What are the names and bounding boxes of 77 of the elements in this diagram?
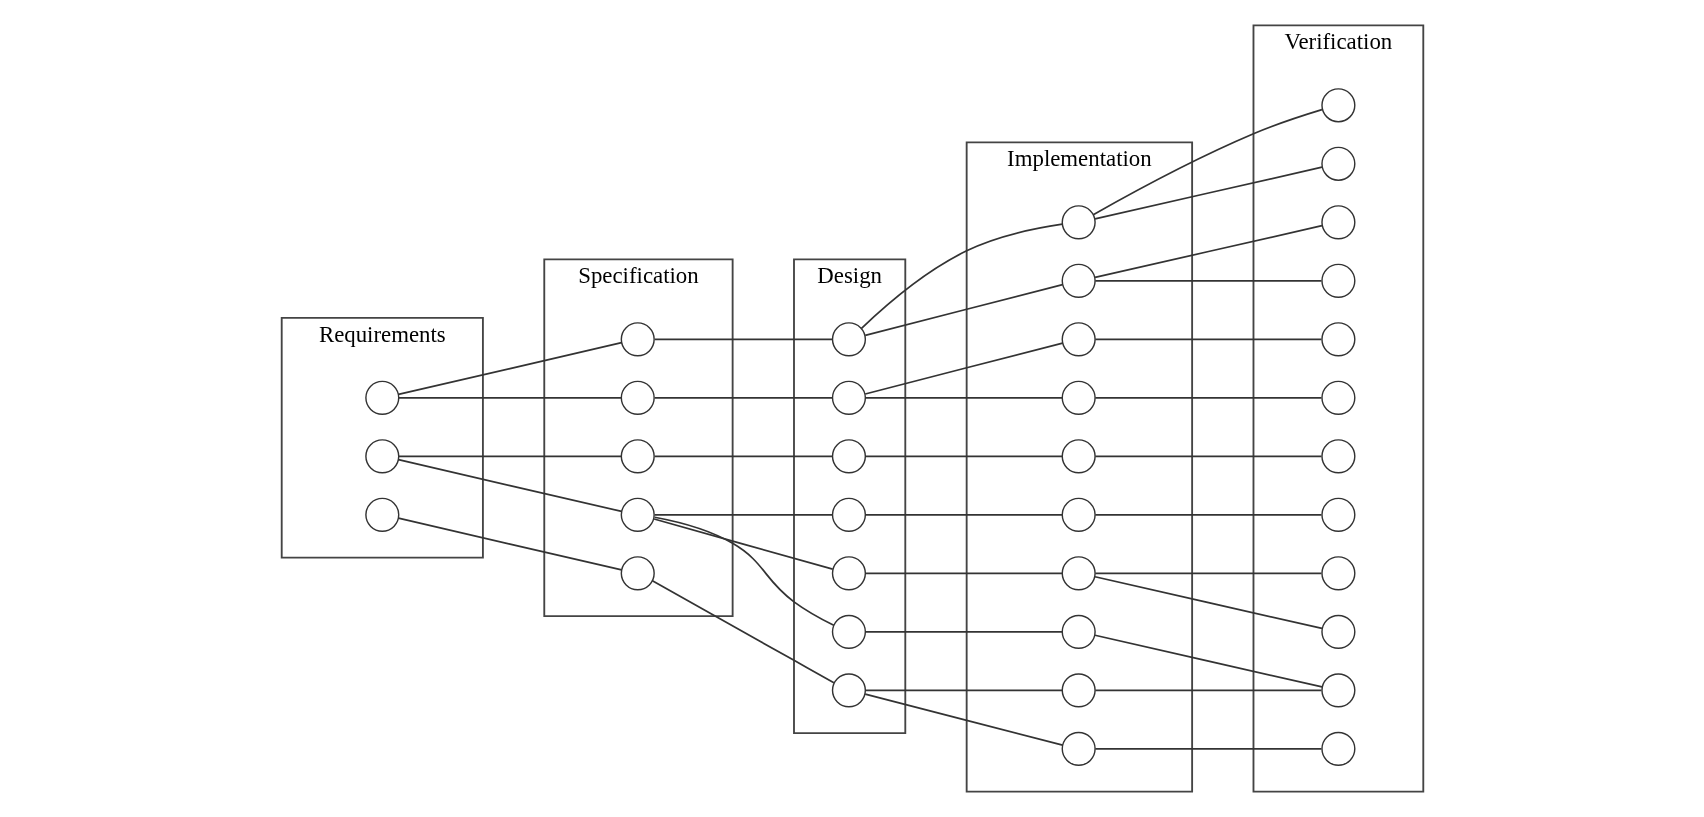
node-circle bbox=[1061, 673, 1096, 708]
node-circle bbox=[1061, 731, 1096, 766]
connector bbox=[397, 455, 622, 458]
connector bbox=[863, 693, 1063, 746]
connector bbox=[652, 518, 833, 570]
node-circle bbox=[364, 380, 399, 415]
node-circle bbox=[831, 556, 866, 591]
connector bbox=[864, 513, 1063, 516]
connector bbox=[1094, 689, 1322, 692]
node-circle bbox=[620, 556, 655, 591]
cluster: Specification bbox=[542, 258, 734, 618]
node-circle bbox=[831, 673, 866, 708]
connector bbox=[1094, 747, 1322, 750]
connector bbox=[864, 396, 1063, 399]
node-circle bbox=[1320, 263, 1355, 298]
connector bbox=[1094, 396, 1322, 399]
connector bbox=[653, 455, 833, 458]
node-circle bbox=[1061, 263, 1096, 298]
node-circle bbox=[1061, 614, 1096, 649]
node-circle bbox=[1320, 146, 1355, 181]
connector bbox=[397, 396, 622, 399]
cluster: Implementation bbox=[965, 141, 1193, 793]
connector bbox=[1091, 108, 1323, 216]
node-circle bbox=[364, 497, 399, 532]
node-circle bbox=[831, 380, 866, 415]
connector bbox=[860, 223, 1063, 330]
node-circle bbox=[831, 322, 866, 357]
node-circle bbox=[1061, 497, 1096, 532]
node-circle bbox=[1320, 497, 1355, 532]
connector bbox=[653, 338, 833, 341]
connector bbox=[651, 579, 835, 684]
node-circle bbox=[1320, 439, 1355, 474]
connector bbox=[1094, 279, 1322, 282]
cluster: Verification bbox=[1252, 24, 1424, 793]
connector bbox=[653, 513, 833, 516]
node-circle bbox=[831, 614, 866, 649]
connector bbox=[864, 630, 1063, 633]
node-circle bbox=[1320, 88, 1355, 123]
cluster: Design bbox=[792, 258, 906, 735]
connector bbox=[397, 458, 622, 513]
connector bbox=[1093, 166, 1323, 220]
node-circle bbox=[1061, 205, 1096, 240]
node-circle bbox=[620, 439, 655, 474]
connector bbox=[1093, 575, 1323, 630]
node-circle bbox=[1320, 322, 1355, 357]
connector bbox=[864, 689, 1063, 692]
connector bbox=[653, 516, 835, 627]
connector bbox=[653, 396, 833, 399]
node-circle bbox=[1061, 322, 1096, 357]
node-circle bbox=[1320, 205, 1355, 240]
node-circle bbox=[1320, 556, 1355, 591]
connector bbox=[1094, 338, 1322, 341]
node-circle bbox=[1061, 439, 1096, 474]
connector bbox=[1093, 224, 1323, 279]
connector bbox=[397, 341, 622, 396]
node-circle bbox=[364, 439, 399, 474]
node-circle bbox=[1061, 556, 1096, 591]
connector bbox=[1094, 572, 1322, 575]
connector bbox=[864, 572, 1063, 575]
connector bbox=[1094, 513, 1322, 516]
node-circle bbox=[1320, 614, 1355, 649]
cluster: Requirements bbox=[280, 316, 484, 559]
node-circle bbox=[620, 380, 655, 415]
connector bbox=[1094, 455, 1322, 458]
node-circle bbox=[1320, 673, 1355, 708]
node-circle bbox=[831, 439, 866, 474]
connector bbox=[863, 342, 1063, 395]
connector bbox=[1093, 634, 1323, 688]
node-circle bbox=[620, 497, 655, 532]
connector bbox=[864, 455, 1063, 458]
node-circle bbox=[1061, 380, 1096, 415]
node-circle bbox=[620, 322, 655, 357]
node-circle bbox=[831, 497, 866, 532]
connector bbox=[863, 283, 1063, 337]
connector bbox=[397, 517, 622, 571]
node-circle bbox=[1320, 731, 1355, 766]
node-circle bbox=[1320, 380, 1355, 415]
